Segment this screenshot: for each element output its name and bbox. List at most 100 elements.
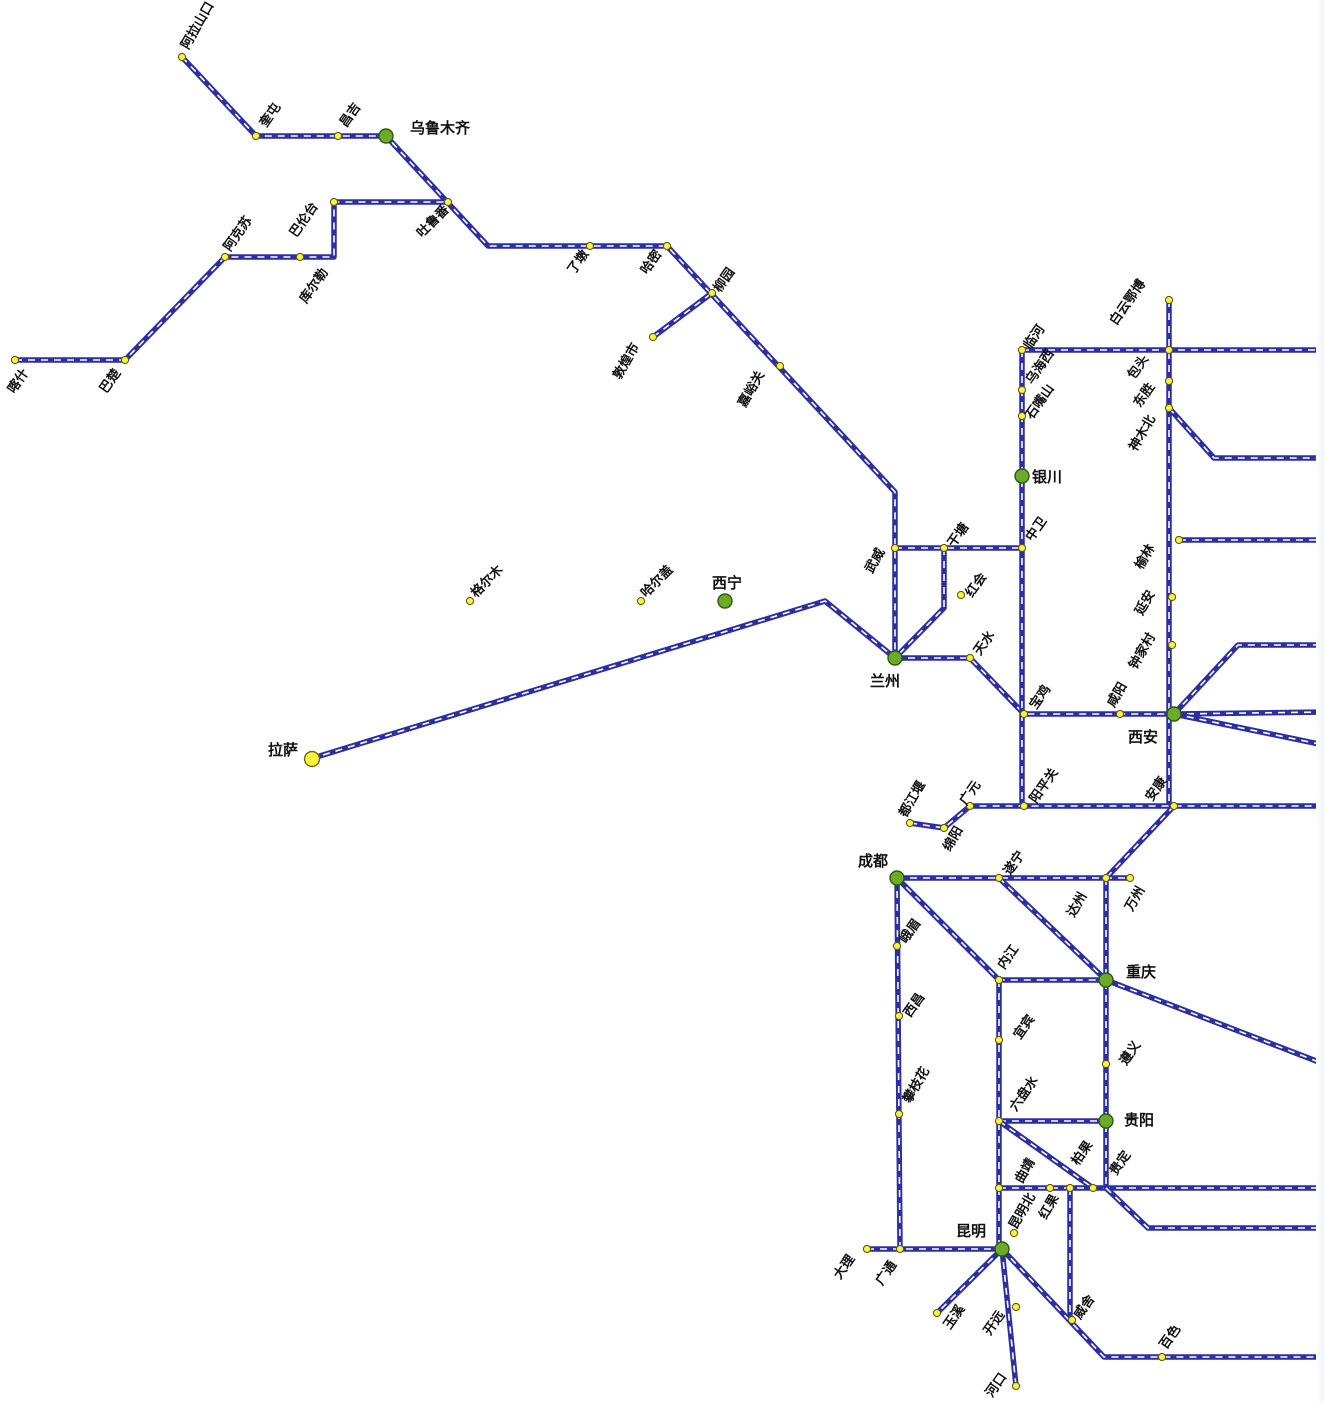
label-kaiyuan: 开远 [981, 1308, 1008, 1338]
label-honghui: 红会 [962, 569, 991, 600]
label-urumqi: 乌鲁木齐 [410, 119, 471, 137]
label-dali: 大理 [830, 1252, 858, 1282]
label-neijiang: 内江 [994, 942, 1022, 972]
station-marker-alashankou [177, 52, 187, 62]
label-hekou: 河口 [982, 1370, 1010, 1400]
station-marker-haergai [636, 596, 646, 606]
rail-line [1103, 1185, 1324, 1231]
station-marker-emei [892, 941, 902, 951]
station-marker-urumqi [378, 128, 394, 144]
label-panzhihua: 攀枝花 [899, 1064, 933, 1107]
station-marker-guangtong [895, 1244, 905, 1254]
rail-line-dash [936, 1248, 1003, 1314]
station-marker-guiyang [1098, 1113, 1114, 1129]
label-guiyang: 贵阳 [1124, 1111, 1154, 1129]
station-marker-xichang [894, 1011, 904, 1021]
label-zunyi: 遵义 [1116, 1037, 1145, 1068]
station-marker-dujiangyan [905, 818, 915, 828]
label-korla: 库尔勒 [296, 265, 331, 306]
station-marker-baoji [1019, 709, 1029, 719]
rail-line [1166, 405, 1324, 461]
label-lanzhou: 兰州 [870, 672, 900, 690]
rail-line [1171, 642, 1324, 717]
rail-line [179, 54, 898, 762]
label-liupanshui: 六盘水 [1006, 1072, 1042, 1114]
station-marker-zhongjiacun [1167, 640, 1177, 650]
station-marker-changji [333, 131, 343, 141]
rail-line [650, 290, 715, 340]
label-yulin: 榆林 [1132, 541, 1159, 572]
railway-lines [12, 54, 1324, 1389]
label-jiayuguan: 嘉峪关 [734, 368, 768, 411]
station-marker-tianshui [965, 653, 975, 663]
page-edge-strip [1316, 0, 1324, 1403]
station-marker-liuyuan [707, 288, 717, 298]
station-marker-baotou [1164, 345, 1174, 355]
label-dongsheng: 东胜 [1130, 380, 1158, 410]
label-wuwei: 武威 [862, 545, 889, 576]
rail-line [1171, 709, 1324, 717]
station-marker-dunhuang [648, 332, 658, 342]
station-marker-lhasa [303, 750, 321, 768]
station-marker-hami [662, 241, 672, 251]
rail-line-dash [1168, 407, 1324, 459]
rail-line-dash [998, 1120, 1094, 1189]
station-marker-korla [295, 252, 305, 262]
station-marker-xian [1166, 706, 1182, 722]
label-turpan: 吐鲁番 [414, 201, 454, 241]
station-marker-weishe [1067, 1315, 1077, 1325]
label-xichang: 西昌 [901, 990, 928, 1020]
label-zhongjiacun: 钟家村 [1126, 630, 1159, 672]
rail-line [1103, 977, 1324, 1067]
label-guiding: 贵定 [1106, 1148, 1134, 1178]
station-marker-yibin [994, 1035, 1004, 1045]
rail-line-dash [909, 805, 1324, 829]
station-marker-dali [862, 1244, 872, 1254]
label-kashi: 喀什 [4, 366, 32, 396]
label-emei: 峨眉 [896, 916, 924, 946]
station-marker-zunyi [1101, 1059, 1111, 1069]
station-marker-qujing [994, 1183, 1004, 1193]
rail-line-dash [895, 657, 1174, 715]
label-baoji: 宝鸡 [1026, 682, 1054, 712]
stations [10, 52, 1184, 1391]
station-marker-kuitun [251, 131, 261, 141]
label-dujiangyan: 都江堰 [895, 778, 929, 821]
label-shizuishan: 石嘴山 [1022, 381, 1058, 423]
rail-line-dash [998, 877, 1107, 981]
label-suining: 遂宁 [1000, 848, 1028, 878]
label-kunming: 昆明 [956, 1222, 986, 1240]
label-bachu: 巴楚 [96, 365, 125, 396]
label-baise: 百色 [1156, 1322, 1184, 1352]
station-marker-linhe [1017, 345, 1027, 355]
station-marker-aksu [220, 252, 230, 262]
station-marker-xining [717, 593, 733, 609]
rail-line [1171, 711, 1324, 748]
label-xian: 西安 [1128, 728, 1158, 746]
station-marker-liupanshui [994, 1116, 1004, 1126]
label-lhasa: 拉萨 [268, 741, 298, 759]
station-marker-panzhihua [894, 1109, 904, 1119]
label-shenmubei: 神木北 [1126, 412, 1159, 454]
station-marker-wanzhou [1125, 873, 1135, 883]
station-marker-liaodun [585, 241, 595, 251]
station-marker-dongsheng [1164, 376, 1174, 386]
label-zhongwei: 中卫 [1022, 514, 1050, 544]
label-yibin: 宜宾 [1010, 1012, 1038, 1042]
rail-line-dash [1001, 1248, 1017, 1387]
label-yangpingguan: 阳平关 [1026, 765, 1061, 806]
station-marker-guangyuan [965, 801, 975, 811]
station-marker-honghui [956, 590, 966, 600]
label-chengdu: 成都 [858, 852, 888, 870]
station-marker-bachu [120, 355, 130, 365]
label-xining: 西宁 [712, 574, 742, 592]
station-marker-wuhaixi [1017, 385, 1027, 395]
station-marker-yanan [1167, 592, 1177, 602]
label-chongqing: 重庆 [1126, 963, 1156, 981]
rail-line-dash [1001, 1248, 1324, 1358]
station-marker-baiguo [1065, 1183, 1075, 1193]
station-marker-balunt [329, 197, 339, 207]
station-marker-yuxi [932, 1308, 942, 1318]
station-marker-chengdu [889, 870, 905, 886]
rail-line-dash [1173, 644, 1324, 715]
